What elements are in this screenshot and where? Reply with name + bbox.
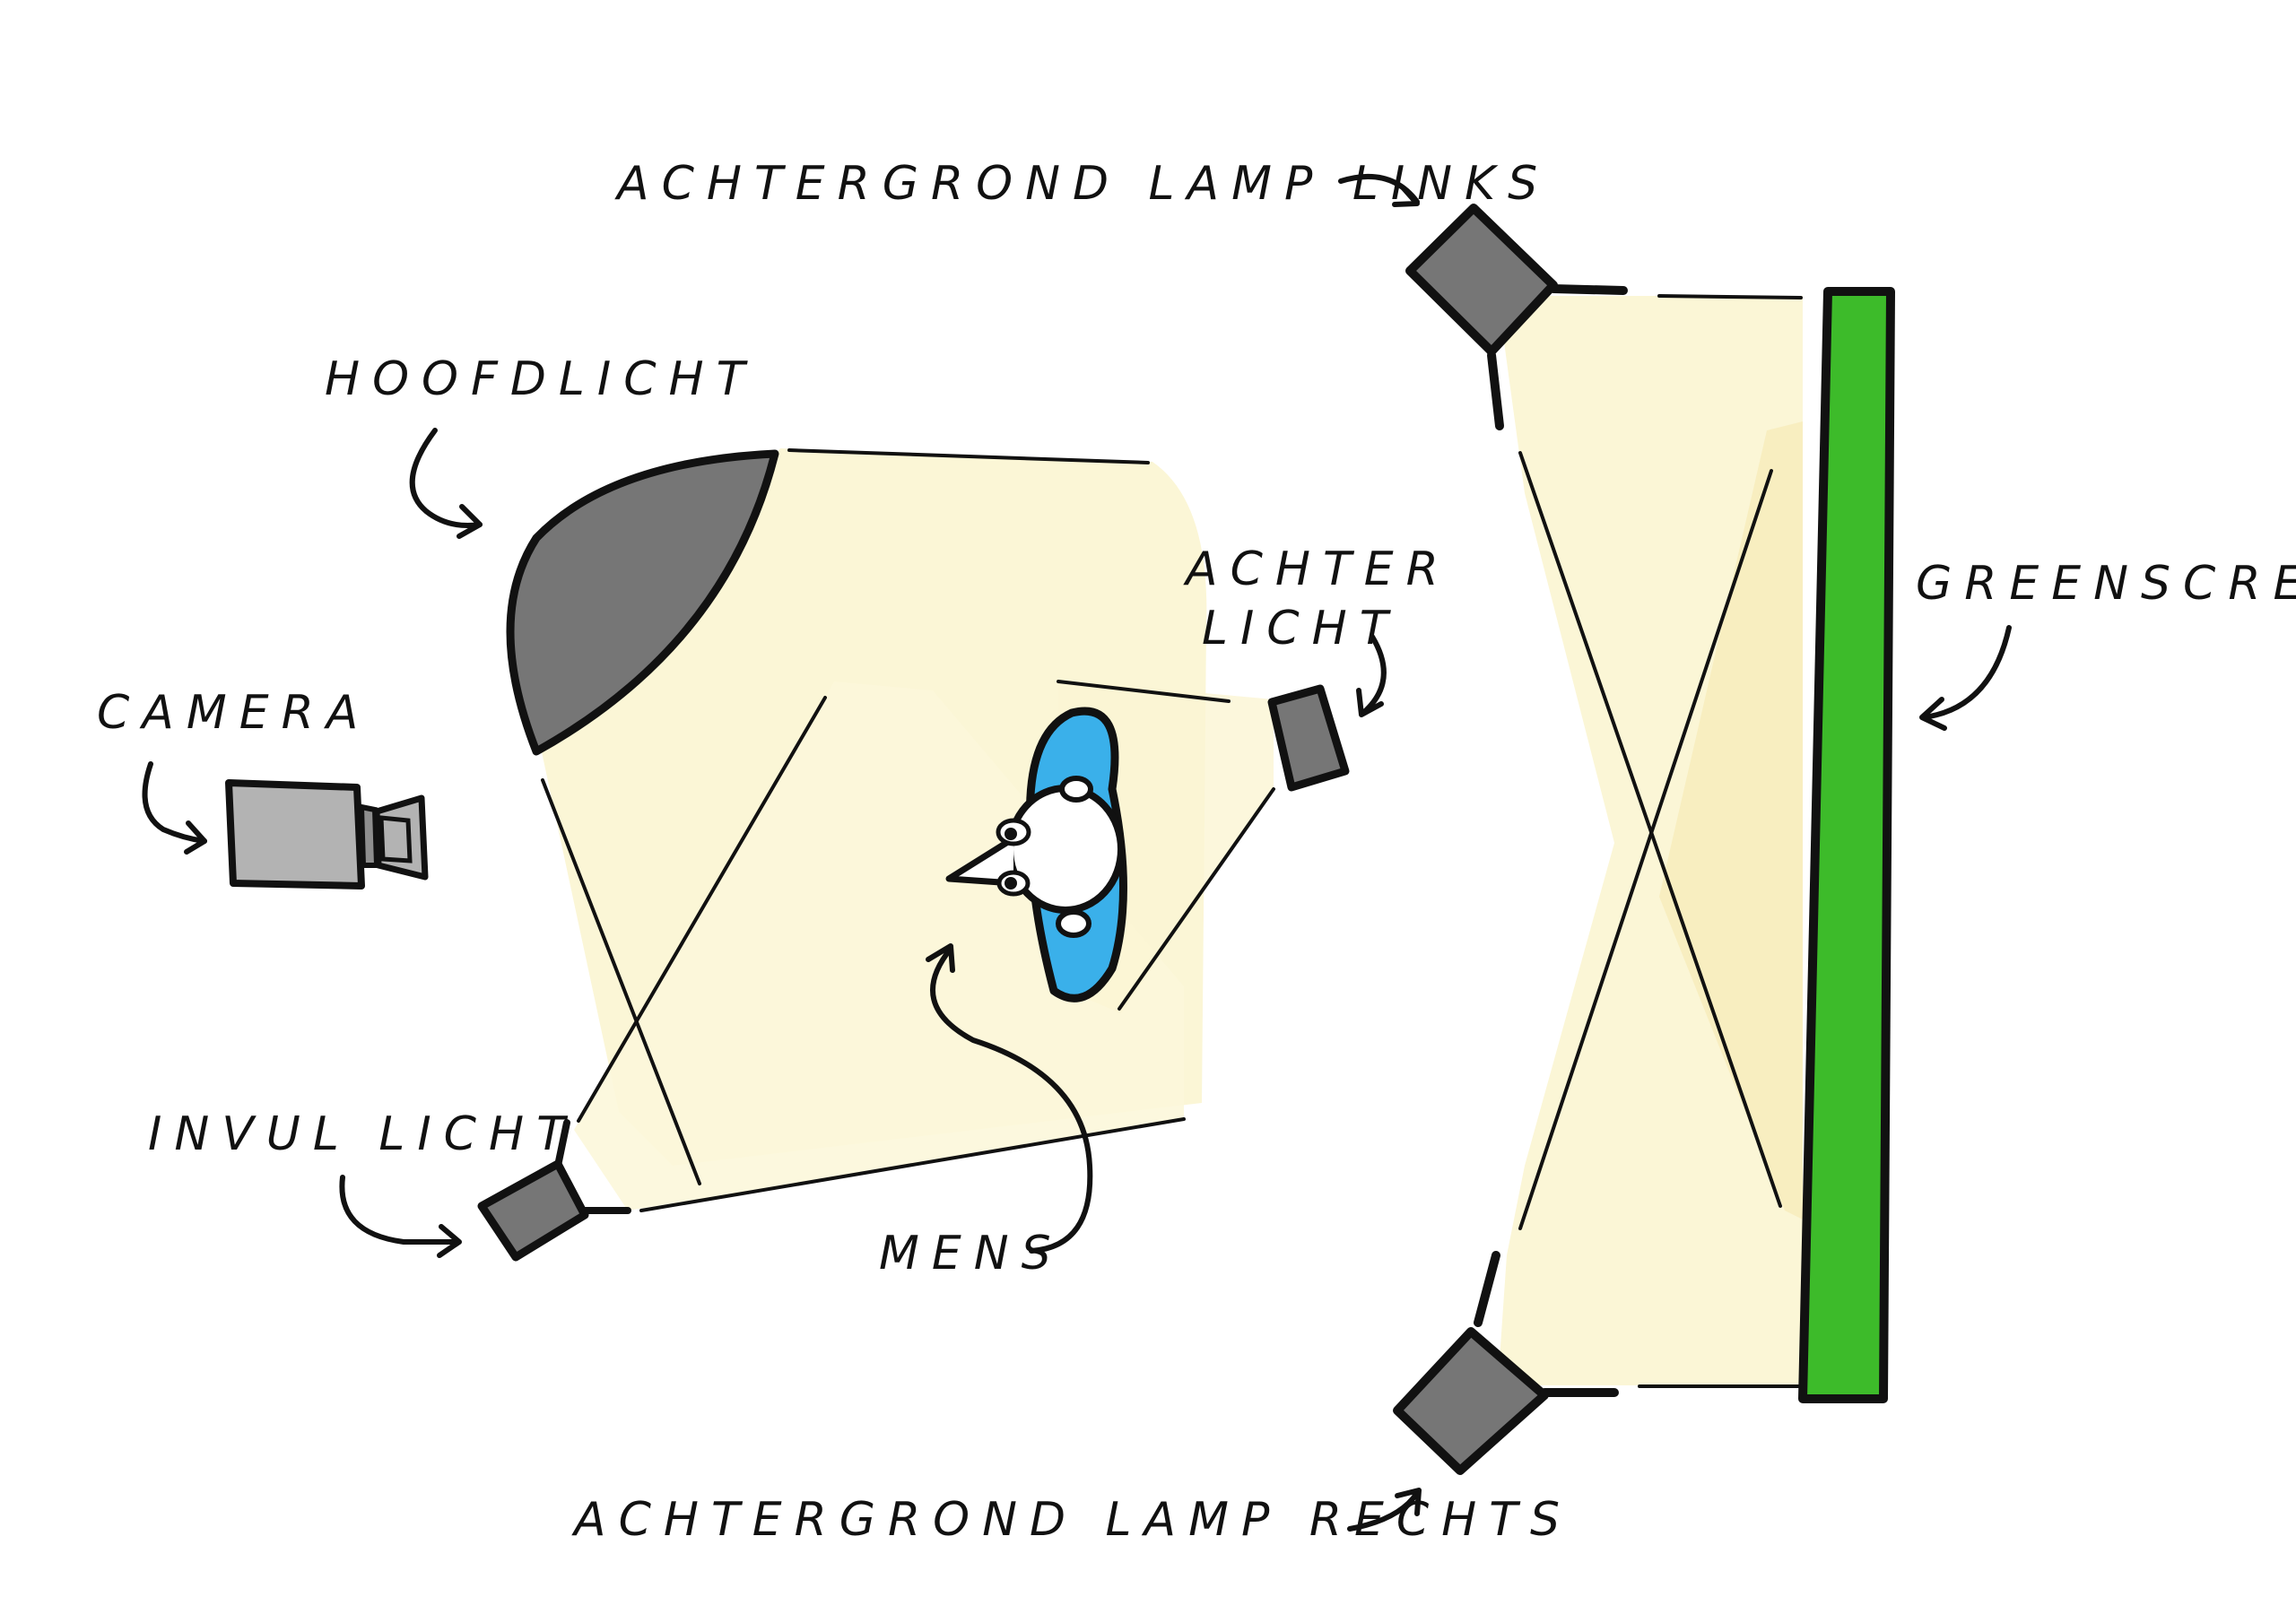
back-light-lamp [1267,684,1350,792]
background-lamp-right [1393,1251,1619,1475]
label-person: MENS [879,1227,1064,1280]
arrow-back-light [1361,634,1387,716]
key-light-lamp [506,449,779,756]
arrow-background-right [1347,1490,1420,1532]
label-fill-light: INVUL LICHT [148,1107,578,1161]
label-key-light: HOOFDLICHT [325,352,757,406]
beam-lines [541,294,1803,1388]
person-figure [945,707,1127,1002]
label-back-light-line1: ACHTER [1183,542,1451,596]
background-lamp-left [1405,204,1628,430]
arrow-greenscreen [1921,625,2012,720]
greenscreen [1798,287,1895,1403]
arrows [142,173,2012,1532]
camera-icon [225,779,429,890]
arrow-fill-light [339,1175,460,1245]
fill-light-lamp [477,1119,631,1262]
arrow-person [930,946,1093,1254]
arrow-camera [142,761,207,844]
label-background-lamp-left: ACHTERGROND LAMP LINKS [614,157,1550,211]
label-back-light-line2: LICHT [1202,602,1400,655]
label-camera: CAMERA [97,686,370,740]
label-background-lamp-right: ACHTERGROND LAMP RECHTS [571,1493,1572,1547]
arrow-key-light [409,428,483,528]
background-lamp-beam-overlap [1659,421,1803,1219]
label-greenscreen: GREENSCREEN [1916,557,2296,611]
